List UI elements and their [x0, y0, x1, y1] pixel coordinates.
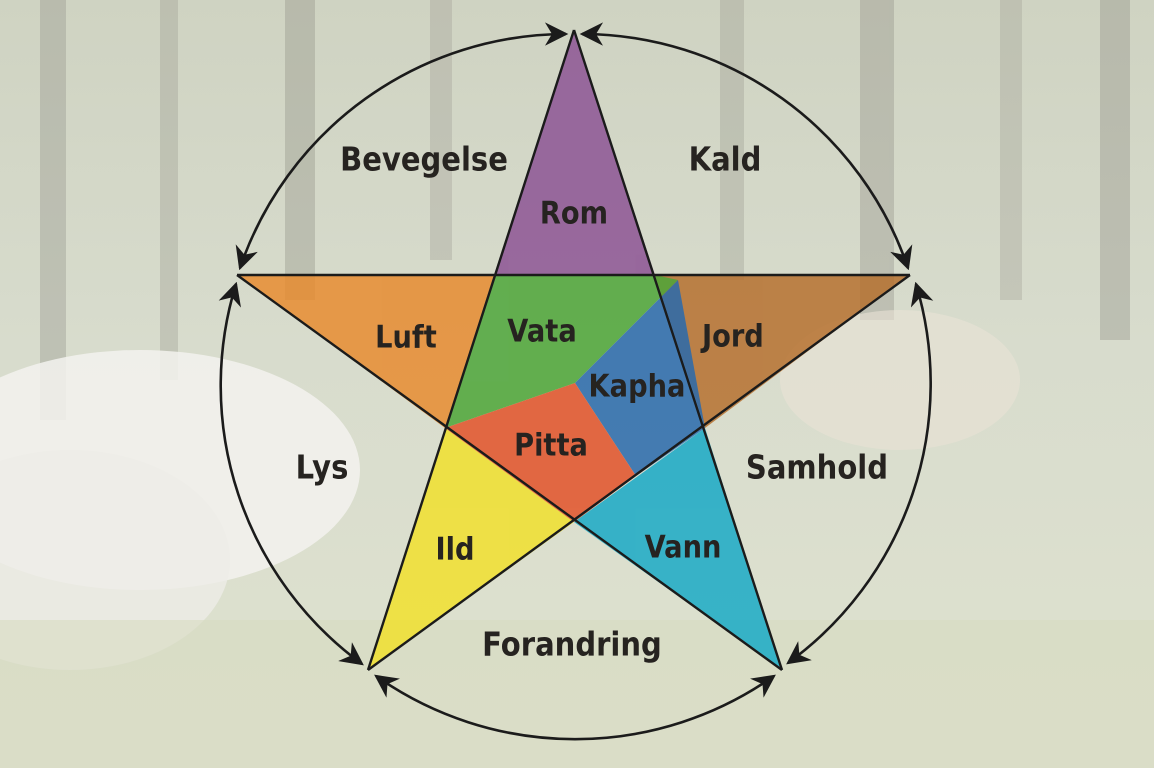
arc-right-bottom [786, 281, 934, 665]
star-tips [237, 30, 910, 670]
label-forandring: Forandring [482, 626, 662, 664]
label-jord: Jord [700, 318, 764, 354]
region-pitta [445, 383, 636, 522]
label-lys: Lys [296, 449, 349, 487]
arc-bottom [374, 674, 776, 741]
label-vata: Vata [507, 313, 576, 349]
label-kapha: Kapha [589, 368, 686, 404]
label-bevegelse: Bevegelse [340, 141, 508, 179]
region-kapha [575, 280, 705, 476]
label-kald: Kald [689, 141, 762, 179]
tip-vann [574, 428, 782, 670]
label-ild: Ild [435, 531, 474, 567]
arc-top-right [579, 22, 913, 271]
arc-left-bottom [218, 281, 364, 666]
label-rom: Rom [540, 195, 608, 231]
pentagram-outline [236, 29, 911, 671]
central-pentagon [445, 275, 705, 522]
label-luft: Luft [375, 319, 437, 355]
region-vata [445, 275, 678, 428]
label-vann: Vann [645, 529, 722, 565]
tip-luft [237, 275, 494, 428]
tip-rom [494, 30, 655, 275]
arc-top-left [235, 22, 569, 271]
tip-ild [368, 428, 574, 670]
outer-circle [218, 22, 934, 741]
tip-jord [655, 275, 910, 428]
label-pitta: Pitta [514, 427, 588, 463]
label-samhold: Samhold [746, 449, 888, 487]
